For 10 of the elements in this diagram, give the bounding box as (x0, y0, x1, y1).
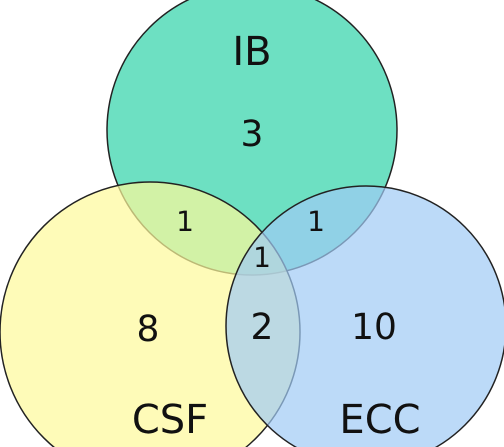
count-label: 3 (240, 117, 264, 153)
count-label: 1 (307, 208, 325, 236)
set-label: IB (232, 32, 272, 72)
set-label: CSF (132, 400, 208, 440)
count-label: 8 (136, 312, 160, 348)
count-label: 1 (176, 208, 194, 236)
count-label: 10 (351, 310, 397, 346)
count-label: 1 (253, 244, 271, 272)
set-label: ECC (339, 400, 421, 440)
count-label: 2 (250, 310, 274, 346)
